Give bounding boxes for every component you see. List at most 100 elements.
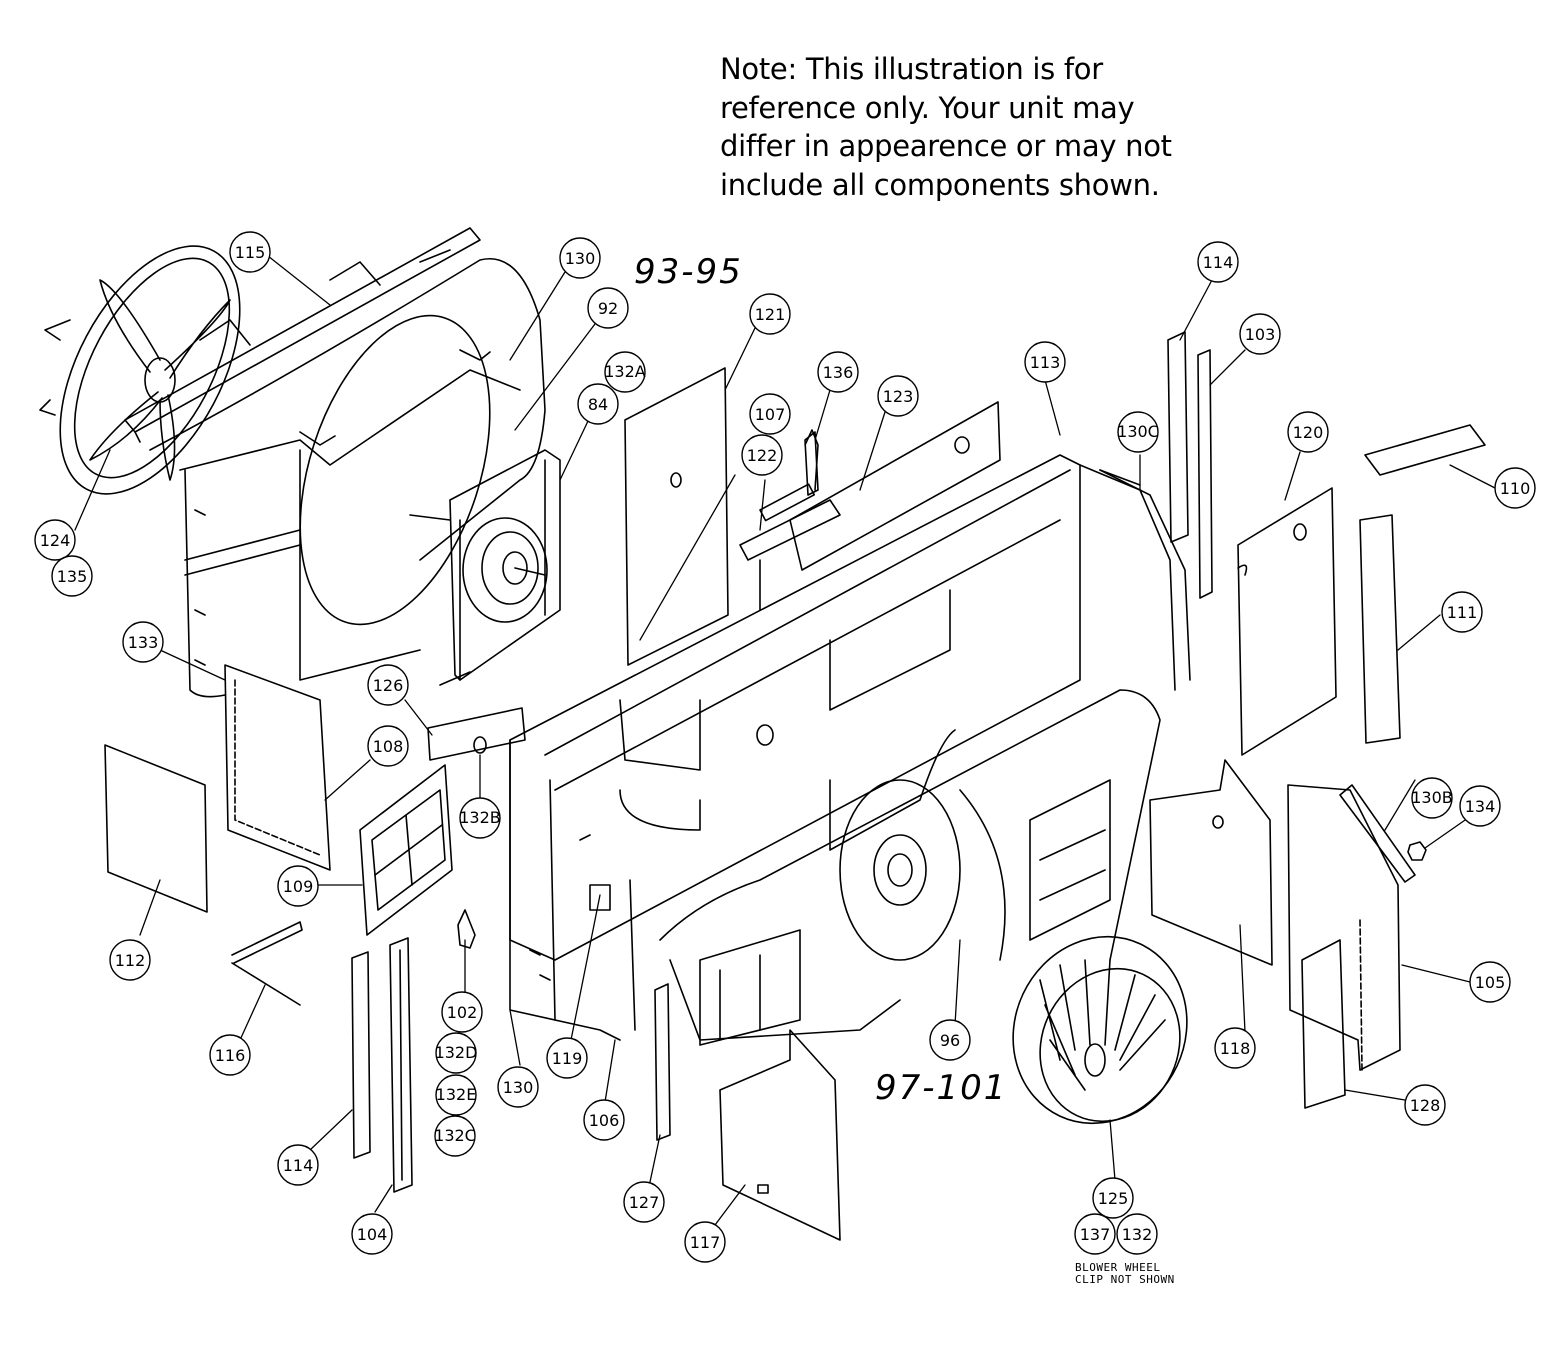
callout-c106: 106	[583, 1099, 625, 1141]
callout-c130b: 130B	[1411, 777, 1453, 819]
panel-117	[720, 1030, 840, 1240]
strip-127	[655, 984, 670, 1140]
rod-116	[232, 922, 302, 1005]
note-line-2: reference only. Your unit may	[720, 90, 1135, 125]
side-panel-108	[225, 665, 330, 870]
callout-label: 130	[503, 1078, 534, 1097]
callout-c123: 123	[877, 375, 919, 417]
callout-circle	[583, 1099, 625, 1141]
callout-label: 125	[1098, 1189, 1129, 1208]
callout-circle	[209, 1034, 251, 1076]
blower-housing	[660, 690, 1160, 1045]
callout-label: 103	[1245, 325, 1276, 344]
callout-c108: 108	[367, 725, 409, 767]
callout-circle	[741, 434, 783, 476]
callout-label: 134	[1465, 797, 1496, 816]
callout-circle	[546, 1037, 588, 1079]
callout-circle	[1494, 467, 1536, 509]
callout-circle	[435, 1074, 477, 1116]
range-label-top: 93-95	[634, 252, 743, 292]
callout-label: 114	[1203, 253, 1234, 272]
callout-circle	[277, 865, 319, 907]
callout-circle	[577, 383, 619, 425]
callout-circle	[1469, 961, 1511, 1003]
callout-c121: 121	[749, 293, 791, 335]
callout-circle	[34, 519, 76, 561]
callout-circle	[1024, 341, 1066, 383]
callout-c132a: 132A	[604, 351, 646, 393]
callout-circle	[367, 725, 409, 767]
callout-circle	[559, 237, 601, 279]
callout-c104: 104	[351, 1213, 393, 1255]
callout-c132b: 132B	[459, 797, 501, 839]
callout-label: 135	[57, 567, 88, 586]
callout-circle	[1287, 411, 1329, 453]
callout-label: 105	[1475, 973, 1506, 992]
callout-c115: 115	[229, 231, 271, 273]
callout-label: 119	[552, 1049, 583, 1068]
reference-note: Note: This illustration is for reference…	[720, 50, 1240, 204]
callout-label: 132E	[436, 1085, 477, 1104]
main-chassis	[510, 455, 1190, 1040]
note-line-3: differ in appearence or may not	[720, 129, 1172, 163]
callout-label: 132D	[435, 1043, 478, 1062]
note-line-4: include all components shown.	[720, 167, 1160, 202]
callout-c132: 132	[1116, 1213, 1158, 1255]
callout-c119: 119	[546, 1037, 588, 1079]
fan-motor-bracket	[410, 450, 560, 685]
condenser-shroud	[125, 228, 545, 697]
callout-c102: 102	[441, 991, 483, 1033]
callout-c136: 136	[817, 351, 859, 393]
callout-label: 117	[690, 1233, 721, 1252]
callout-circle	[684, 1221, 726, 1263]
blower-note-line-1: BLOWER WHEEL	[1075, 1261, 1161, 1274]
callout-circle	[435, 1032, 477, 1074]
callout-label: 102	[447, 1003, 478, 1022]
callout-c128: 128	[1404, 1084, 1446, 1126]
callout-circle	[587, 287, 629, 329]
callout-circle	[877, 375, 919, 417]
callout-c111: 111	[1441, 591, 1483, 633]
blower-note-line-2: CLIP NOT SHOWN	[1075, 1273, 1175, 1286]
callout-circle	[1074, 1213, 1116, 1255]
callout-label: 104	[357, 1225, 388, 1244]
callout-label: 122	[747, 446, 778, 465]
callout-c122: 122	[741, 434, 783, 476]
condenser-fan-blade	[23, 217, 277, 523]
callout-circle	[351, 1213, 393, 1255]
callout-circle	[1441, 591, 1483, 633]
blower-wheel-note: BLOWER WHEEL CLIP NOT SHOWN	[1075, 1262, 1175, 1286]
callout-label: 130B	[1411, 788, 1453, 807]
callout-c110: 110	[1494, 467, 1536, 509]
callout-circle	[122, 621, 164, 663]
callout-circle	[1459, 785, 1501, 827]
callout-label: 130	[565, 249, 596, 268]
callout-c132d: 132D	[435, 1032, 478, 1074]
callout-c132e: 132E	[435, 1074, 477, 1116]
callout-circle	[367, 664, 409, 706]
callout-label: 132C	[434, 1126, 476, 1145]
callout-label: 106	[589, 1111, 620, 1130]
callout-c117: 117	[684, 1221, 726, 1263]
callout-label: 113	[1030, 353, 1061, 372]
callout-c109: 109	[277, 865, 319, 907]
callout-c112: 112	[109, 939, 151, 981]
callout-label: 133	[128, 633, 159, 652]
callout-c127: 127	[623, 1181, 665, 1223]
callout-label: 116	[215, 1046, 246, 1065]
callout-circle	[459, 797, 501, 839]
callout-circle	[929, 1019, 971, 1061]
callout-c126: 126	[367, 664, 409, 706]
callout-label: 110	[1500, 479, 1531, 498]
callout-circle	[441, 991, 483, 1033]
callout-c130a: 130	[559, 237, 601, 279]
callout-circle	[1092, 1177, 1134, 1219]
callout-label: 109	[283, 877, 314, 896]
callout-circle	[497, 1066, 539, 1108]
callout-circle	[749, 293, 791, 335]
blower-wheel	[983, 908, 1217, 1152]
callout-label: 127	[629, 1193, 660, 1212]
callout-circle	[229, 231, 271, 273]
callout-c132c: 132C	[434, 1115, 476, 1157]
